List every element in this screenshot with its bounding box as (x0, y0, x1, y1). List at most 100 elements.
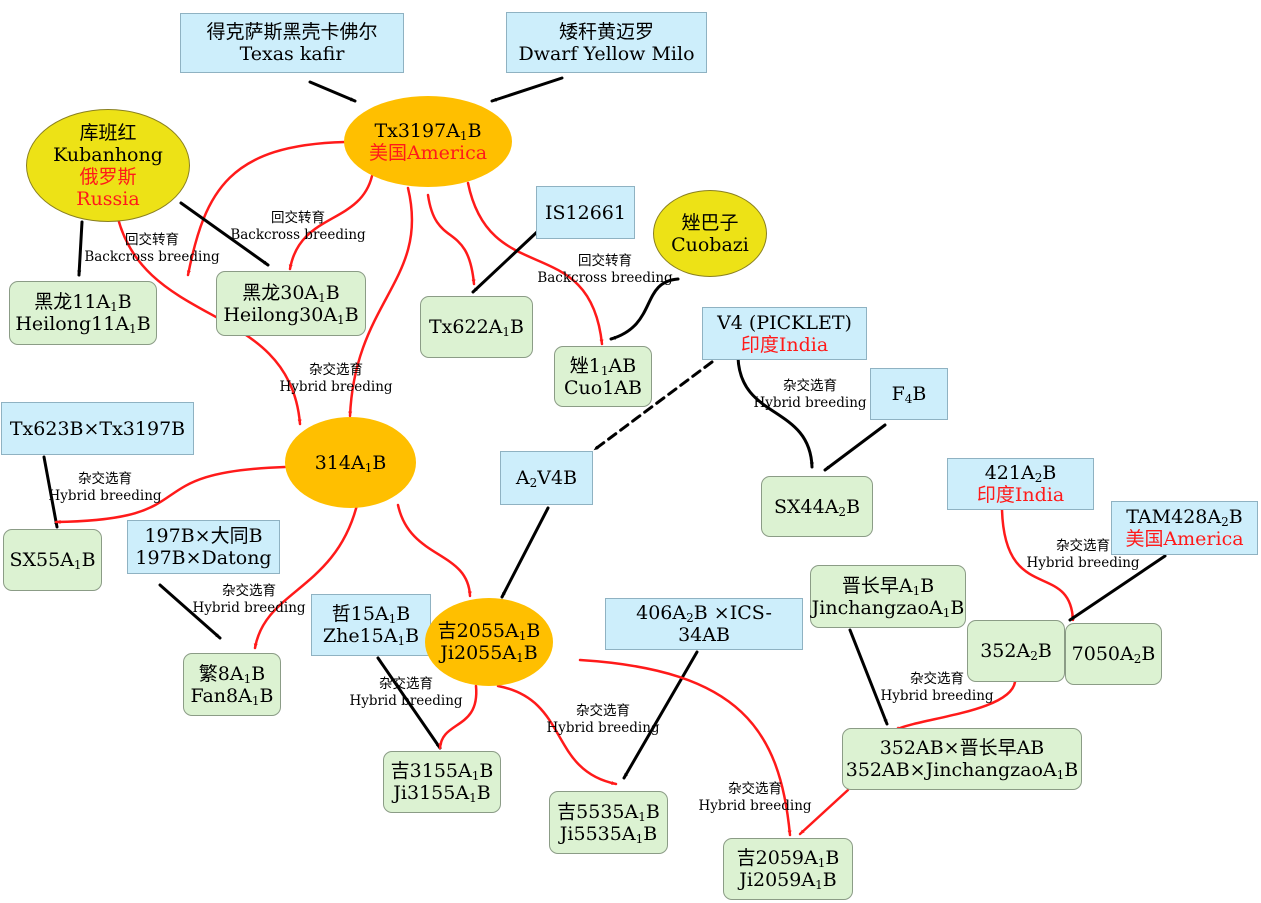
text-segment: B (912, 383, 927, 405)
node-text-line: 繁8A1B (199, 663, 265, 685)
text-segment: 406A (636, 602, 687, 624)
arrow-texas-kafir-to-tx3197 (308, 80, 357, 103)
text-segment: 印度India (976, 484, 1065, 506)
node-text-line: SX55A1B (9, 549, 95, 571)
node-text-line: Fan8A1B (191, 685, 274, 707)
node-text-line: 7050A2B (1072, 643, 1156, 665)
subscript: 1 (942, 605, 951, 620)
text-segment: Ji5535A (559, 822, 636, 845)
text-segment: B (405, 625, 420, 647)
text-segment: SX44A (773, 495, 839, 518)
edge-label-en: Hybrid breeding (279, 379, 393, 395)
text-segment: B (643, 822, 658, 845)
text-segment: Ji2059A (739, 869, 816, 891)
edge-label-en: Hybrid breeding (349, 693, 463, 709)
text-segment: B (81, 549, 96, 571)
subscript: 1 (397, 634, 406, 648)
arrow-tx3197-to-314 (348, 186, 414, 418)
text-segment: B (479, 760, 494, 782)
subscript: 1 (635, 831, 644, 846)
text-segment: B (396, 603, 411, 625)
node-text-line: 美国America (369, 142, 487, 164)
node-text-line: 黑龙11A1B (34, 291, 132, 313)
subscript: 1 (1056, 768, 1065, 782)
node-text-line: Ji2055A1B (440, 642, 537, 664)
node-text-line: Zhe15A1B (323, 625, 419, 647)
node-text-line: 印度India (741, 334, 828, 356)
subscript: 1 (502, 325, 511, 339)
arrow-tx3197-to-tx622 (426, 193, 476, 286)
text-segment: 吉2055A (437, 620, 519, 642)
arrow-314-to-fan8 (253, 503, 359, 650)
arrow-ji2055-to-ji2059 (578, 658, 792, 837)
edge-label-en: Backcross breeding (537, 270, 673, 286)
edge-label-zh: 杂交选育 (309, 362, 363, 378)
node-a2v4b: A2V4B (500, 451, 593, 505)
text-segment: B (467, 119, 482, 142)
node-text-line: 197B×Datong (135, 547, 271, 569)
text-segment: Ji3155A (393, 782, 470, 804)
node-text-line: V4 (PICKLET) (717, 312, 852, 334)
node-text-line: 晋长早A1B (842, 575, 934, 597)
node-text-line: Heilong30A1B (223, 304, 358, 326)
arrow-cuobazi-to-cuo1 (609, 277, 680, 341)
node-text-line: 俄罗斯 (79, 166, 136, 188)
text-segment: Tx623B×Tx3197B (9, 417, 186, 440)
node-text-line: 吉3155A1B (391, 760, 494, 782)
text-segment: 吉3155A (390, 760, 472, 782)
arrow-197b-to-fan8 (158, 583, 222, 640)
node-text-line: 哲15A1B (332, 603, 411, 625)
text-segment: 晋长早A (841, 574, 913, 597)
arrow-tx623-to-sx55 (42, 455, 59, 529)
node-text-line: 矬11AB (570, 355, 636, 377)
text-segment: B (344, 303, 359, 326)
text-segment: Heilong11A (15, 313, 130, 335)
text-segment: Cuobazi (671, 233, 749, 256)
subscript: 2 (1133, 652, 1142, 666)
subscript: 1 (243, 671, 252, 686)
text-segment: 矬巴子 (681, 211, 739, 234)
node-text-line: 314A1B (315, 452, 387, 474)
edge-label-en: Hybrid breeding (546, 720, 660, 736)
text-segment: Texas kafir (239, 43, 345, 65)
text-segment: AB (608, 354, 637, 377)
node-text-line: Kubanhong (53, 144, 163, 166)
text-segment: 421A (984, 462, 1035, 484)
text-segment: Tx622A (429, 316, 503, 338)
arrow-is12661-to-tx622 (471, 230, 539, 294)
edge-label-zh: 回交转育 (578, 253, 632, 269)
arrow-jinchangzao-to-cross352 (848, 628, 889, 726)
subscript: 1 (459, 128, 468, 143)
text-segment: B (476, 782, 491, 804)
text-segment: 352AB×JinchangzaoA (845, 759, 1057, 781)
node-text-line: Ji3155A1B (393, 782, 490, 804)
subscript: 1 (251, 693, 260, 708)
text-segment: SX55A (9, 549, 74, 571)
text-segment: B (1141, 643, 1156, 665)
text-segment: 352AB×晋长早AB (879, 737, 1045, 759)
node-text-line: 352AB×晋长早AB (880, 737, 1045, 759)
arrow-f4b-to-sx44 (823, 423, 887, 472)
node-text-line: 得克萨斯黑壳卡佛尔 (206, 21, 377, 43)
subscript: 2 (1030, 649, 1038, 663)
subscript: 2 (686, 611, 694, 625)
node-text-line: Russia (76, 188, 139, 210)
subscript: 1 (110, 300, 118, 314)
node-text-line: 421A2B (985, 462, 1057, 484)
arrow-tam428-to-7050 (1068, 554, 1167, 622)
text-segment: B (645, 800, 660, 823)
subscript: 1 (388, 612, 397, 626)
node-352: 352A2B (967, 620, 1065, 682)
arrow-kubanhong-to-heilong30 (179, 201, 270, 267)
subscript: 1 (318, 290, 326, 305)
subscript: 2 (1221, 515, 1229, 529)
